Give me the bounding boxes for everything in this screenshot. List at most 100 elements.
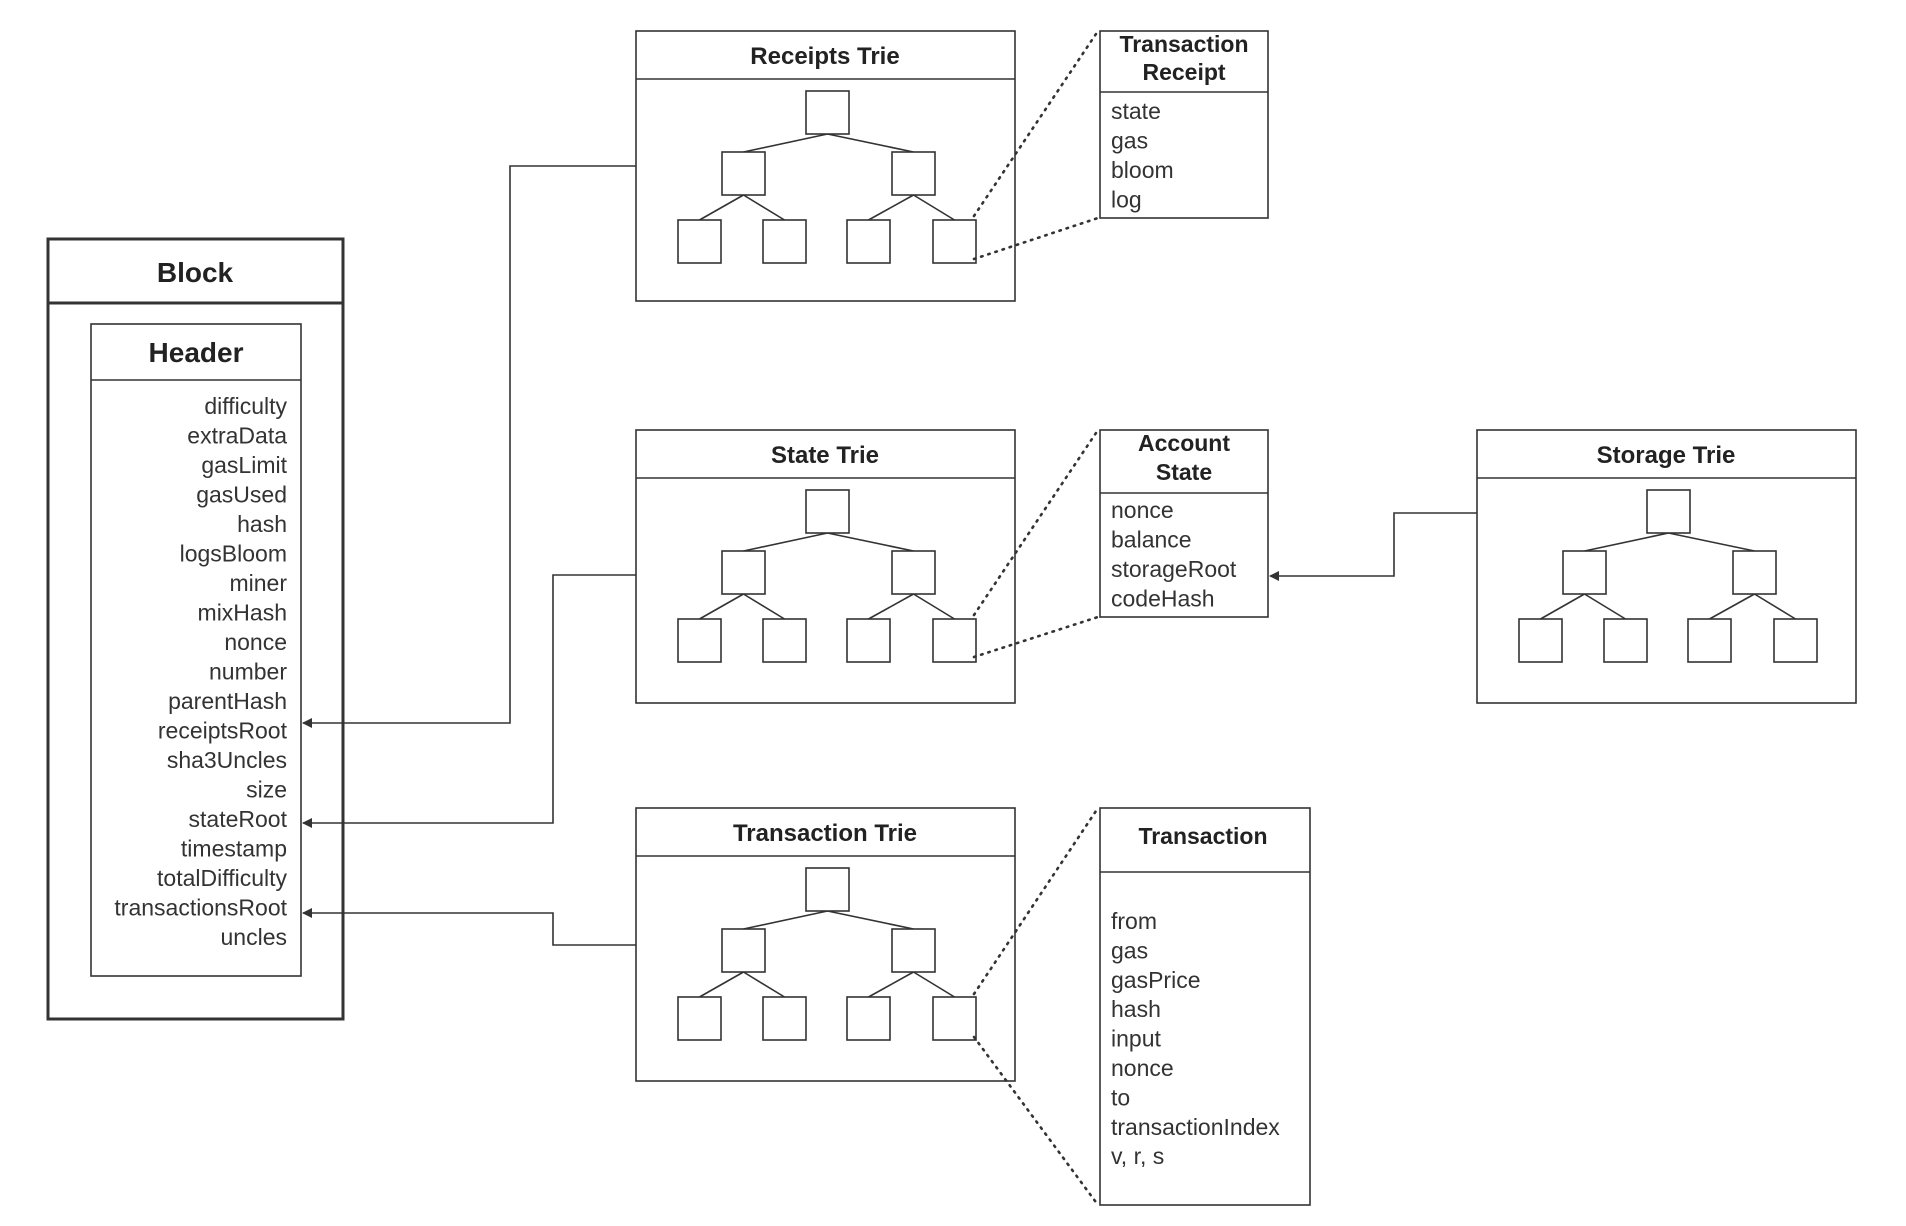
state-trie-title: State Trie [771,442,879,469]
storage-trie-tree [1518,489,1818,663]
trie-edge [1754,593,1796,620]
trie-node [762,996,807,1041]
record-field: nonce [1111,497,1174,523]
storage-root-connector [1269,512,1477,581]
trie-edge [743,910,828,930]
trie-edge [1540,593,1585,620]
state-trie-tree [677,489,977,663]
trie-edge [868,194,914,221]
trie-node [1518,618,1563,663]
trie-edge [743,133,828,153]
account-dotted-line-bottom [972,615,1100,659]
trie-node [891,151,936,196]
storage-trie-box: Storage Trie [1476,429,1857,704]
record-field: storageRoot [1111,556,1237,582]
header-field: nonce [224,629,287,655]
trie-node [891,928,936,973]
transaction-trie-tree [677,867,977,1041]
trie-edge [699,194,744,221]
header-field: size [246,777,287,803]
trie-edge [1668,532,1755,552]
header-field: difficulty [204,393,287,419]
record-field: hash [1111,996,1161,1022]
record-field: transactionIndex [1111,1114,1280,1140]
header-field: transactionsRoot [114,895,287,921]
receipts-trie-title: Receipts Trie [750,43,899,70]
header-field: miner [229,570,287,596]
trie-node [677,996,722,1041]
record-field: gas [1111,128,1148,154]
header-field: parentHash [168,688,287,714]
trie-node [846,618,891,663]
record-field: bloom [1111,157,1174,183]
header-title: Header [149,337,244,368]
storage-trie-title: Storage Trie [1597,442,1736,469]
trie-node [1732,550,1777,595]
trie-edge [743,593,785,620]
trie-node [932,618,977,663]
trie-edge [827,532,914,552]
transactions-root-connector [302,908,636,946]
trie-node [805,489,850,534]
record-field: from [1111,908,1157,934]
receipts-trie-tree [677,90,977,264]
header-field: number [209,659,287,685]
transaction-trie-title: Transaction Trie [733,820,917,847]
account-dotted-line-top [972,428,1100,617]
header-field: mixHash [198,600,287,626]
trie-node [805,867,850,912]
transaction-dotted-line-bottom [972,1035,1100,1207]
trie-edge [827,910,914,930]
header-field: logsBloom [180,541,287,567]
transaction-trie-box: Transaction Trie [635,807,1016,1082]
record-field: gas [1111,937,1148,963]
receipt-dotted-line-bottom [972,216,1100,261]
trie-node [721,151,766,196]
header-field: totalDifficulty [157,865,287,891]
header-field: gasUsed [196,482,287,508]
header-field: timestamp [181,836,287,862]
trie-edge [827,133,914,153]
record-field: gasPrice [1111,967,1200,993]
header-field: receiptsRoot [158,718,288,744]
trie-edge [743,194,785,221]
trie-edge [1584,532,1669,552]
trie-edge [913,194,955,221]
block-title: Block [157,257,234,288]
receipt-dotted-line-top [972,29,1100,218]
trie-node [1603,618,1648,663]
trie-node [721,928,766,973]
transaction-dotted-line-top [972,806,1100,996]
account-state-title-line-1: Account [1138,430,1230,456]
header-box: Header difficultyextraDatagasLimitgasUse… [90,323,302,977]
record-field: v, r, s [1111,1143,1164,1169]
trie-node [721,550,766,595]
account-state-title-line-2: State [1156,459,1212,485]
trie-node [932,996,977,1041]
trie-node [677,219,722,264]
transaction-receipt-title-line-2: Receipt [1142,59,1225,85]
transaction-box: Transaction fromgasgasPricehashinputnonc… [1099,807,1311,1206]
trie-node [1646,489,1691,534]
trie-edge [913,971,955,998]
record-field: to [1111,1084,1130,1110]
transaction-receipt-title-line-1: Transaction [1119,31,1248,57]
trie-edge [1584,593,1626,620]
trie-node [932,219,977,264]
trie-node [891,550,936,595]
trie-edge [743,971,785,998]
header-field: uncles [221,924,287,950]
state-root-connector [302,574,636,828]
trie-node [846,996,891,1041]
record-field: state [1111,98,1161,124]
record-field: codeHash [1111,586,1215,612]
record-field: input [1111,1026,1161,1052]
trie-node [1562,550,1607,595]
trie-node [762,618,807,663]
receipts-root-connector [302,165,636,728]
transaction-fields: fromgasgasPricehashinputnoncetotransacti… [1111,908,1280,1169]
